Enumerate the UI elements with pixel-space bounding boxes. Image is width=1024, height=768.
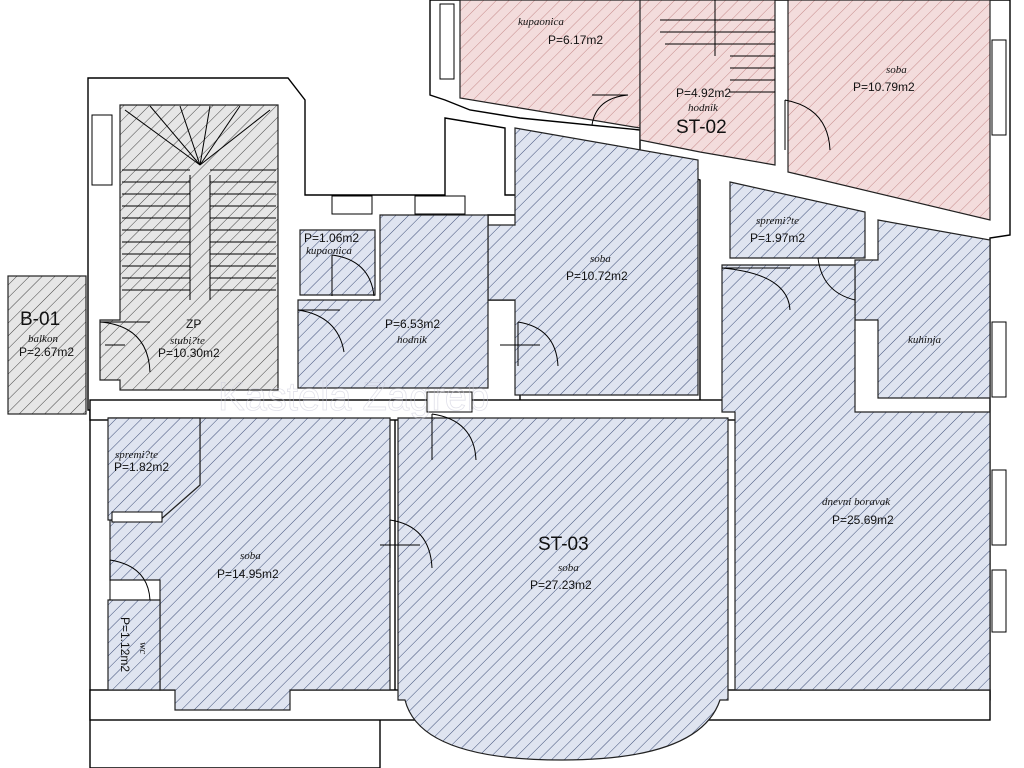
stubiste-code: ZP: [186, 317, 201, 331]
windows: [91, 3, 1007, 633]
soba-main-area: P=27.23m2: [530, 578, 592, 592]
watermark: Kastela Zagreb: [218, 375, 489, 419]
room-kupaonica-small: [299, 229, 376, 296]
stubiste-name: stubi?te: [170, 335, 205, 347]
hodnik-mid-area: P=6.53m2: [385, 317, 440, 331]
kupaonica-small-name: kupaonica: [306, 245, 352, 257]
room-small-store: [107, 599, 161, 691]
room-dnevni-boravak: [721, 264, 991, 691]
kupaonica-small-area: P=1.06m2: [304, 231, 359, 245]
dnevni-area: P=25.69m2: [832, 513, 894, 527]
spremiste-mid-area: P=1.97m2: [750, 231, 805, 245]
unit-label-b01: B-01: [20, 309, 60, 330]
unit-st-02: [459, 0, 991, 221]
hodnik-top-name: hodnik: [688, 102, 719, 114]
unit-st-03: [107, 127, 991, 761]
soba-left-area: P=14.95m2: [217, 567, 279, 581]
kupaonica-top-name: kupaonica: [518, 16, 564, 28]
room-hodnik-mid: [297, 214, 489, 389]
unit-b-01: [7, 104, 279, 415]
room-spremiste-left: [107, 417, 201, 521]
room-spremiste-mid: [729, 181, 866, 259]
dnevni-name: dnevni boravak: [822, 496, 891, 508]
hodnik-top-area: P=4.92m2: [676, 86, 731, 100]
room-kuhinja: [854, 219, 991, 399]
unit-label-st02: ST-02: [676, 117, 727, 138]
kupaonica-top-area: P=6.17m2: [548, 33, 603, 47]
spremiste-left-name: spremi?te: [115, 449, 158, 461]
soba-top-right-name: soba: [886, 64, 907, 76]
spremiste-mid-name: spremi?te: [756, 215, 799, 227]
balkon-area: P=2.67m2: [19, 345, 74, 359]
hodnik-mid-name: hodnik: [397, 334, 428, 346]
labels: B-01 balkon P=2.67m2 ST-02 ST-03 kupaoni…: [19, 16, 941, 672]
room-soba-top-right: [787, 0, 991, 221]
room-hodnik-top: [639, 0, 776, 166]
doors: [99, 94, 856, 601]
room-balkon: [7, 275, 87, 415]
balkon-name: balkon: [28, 333, 58, 345]
stubiste-area: P=10.30m2: [158, 346, 220, 360]
soba-mid-area: P=10.72m2: [566, 269, 628, 283]
room-soba-mid: [487, 127, 699, 396]
soba-top-right-area: P=10.79m2: [853, 80, 915, 94]
soba-mid-name: soba: [590, 253, 611, 265]
small-store-area: P=1.12m2: [118, 617, 132, 672]
stair-main: [122, 105, 276, 300]
unit-label-st03: ST-03: [538, 534, 589, 555]
soba-left-name: soba: [240, 550, 261, 562]
kuhinja-name: kuhinja: [908, 334, 941, 346]
spremiste-left-area: P=1.82m2: [114, 460, 169, 474]
small-store-name: wc: [137, 642, 149, 654]
stair-top: [660, 0, 775, 93]
room-soba-main: [397, 417, 729, 761]
room-stubiste: [99, 104, 279, 391]
soba-main-name: soba: [558, 562, 579, 574]
